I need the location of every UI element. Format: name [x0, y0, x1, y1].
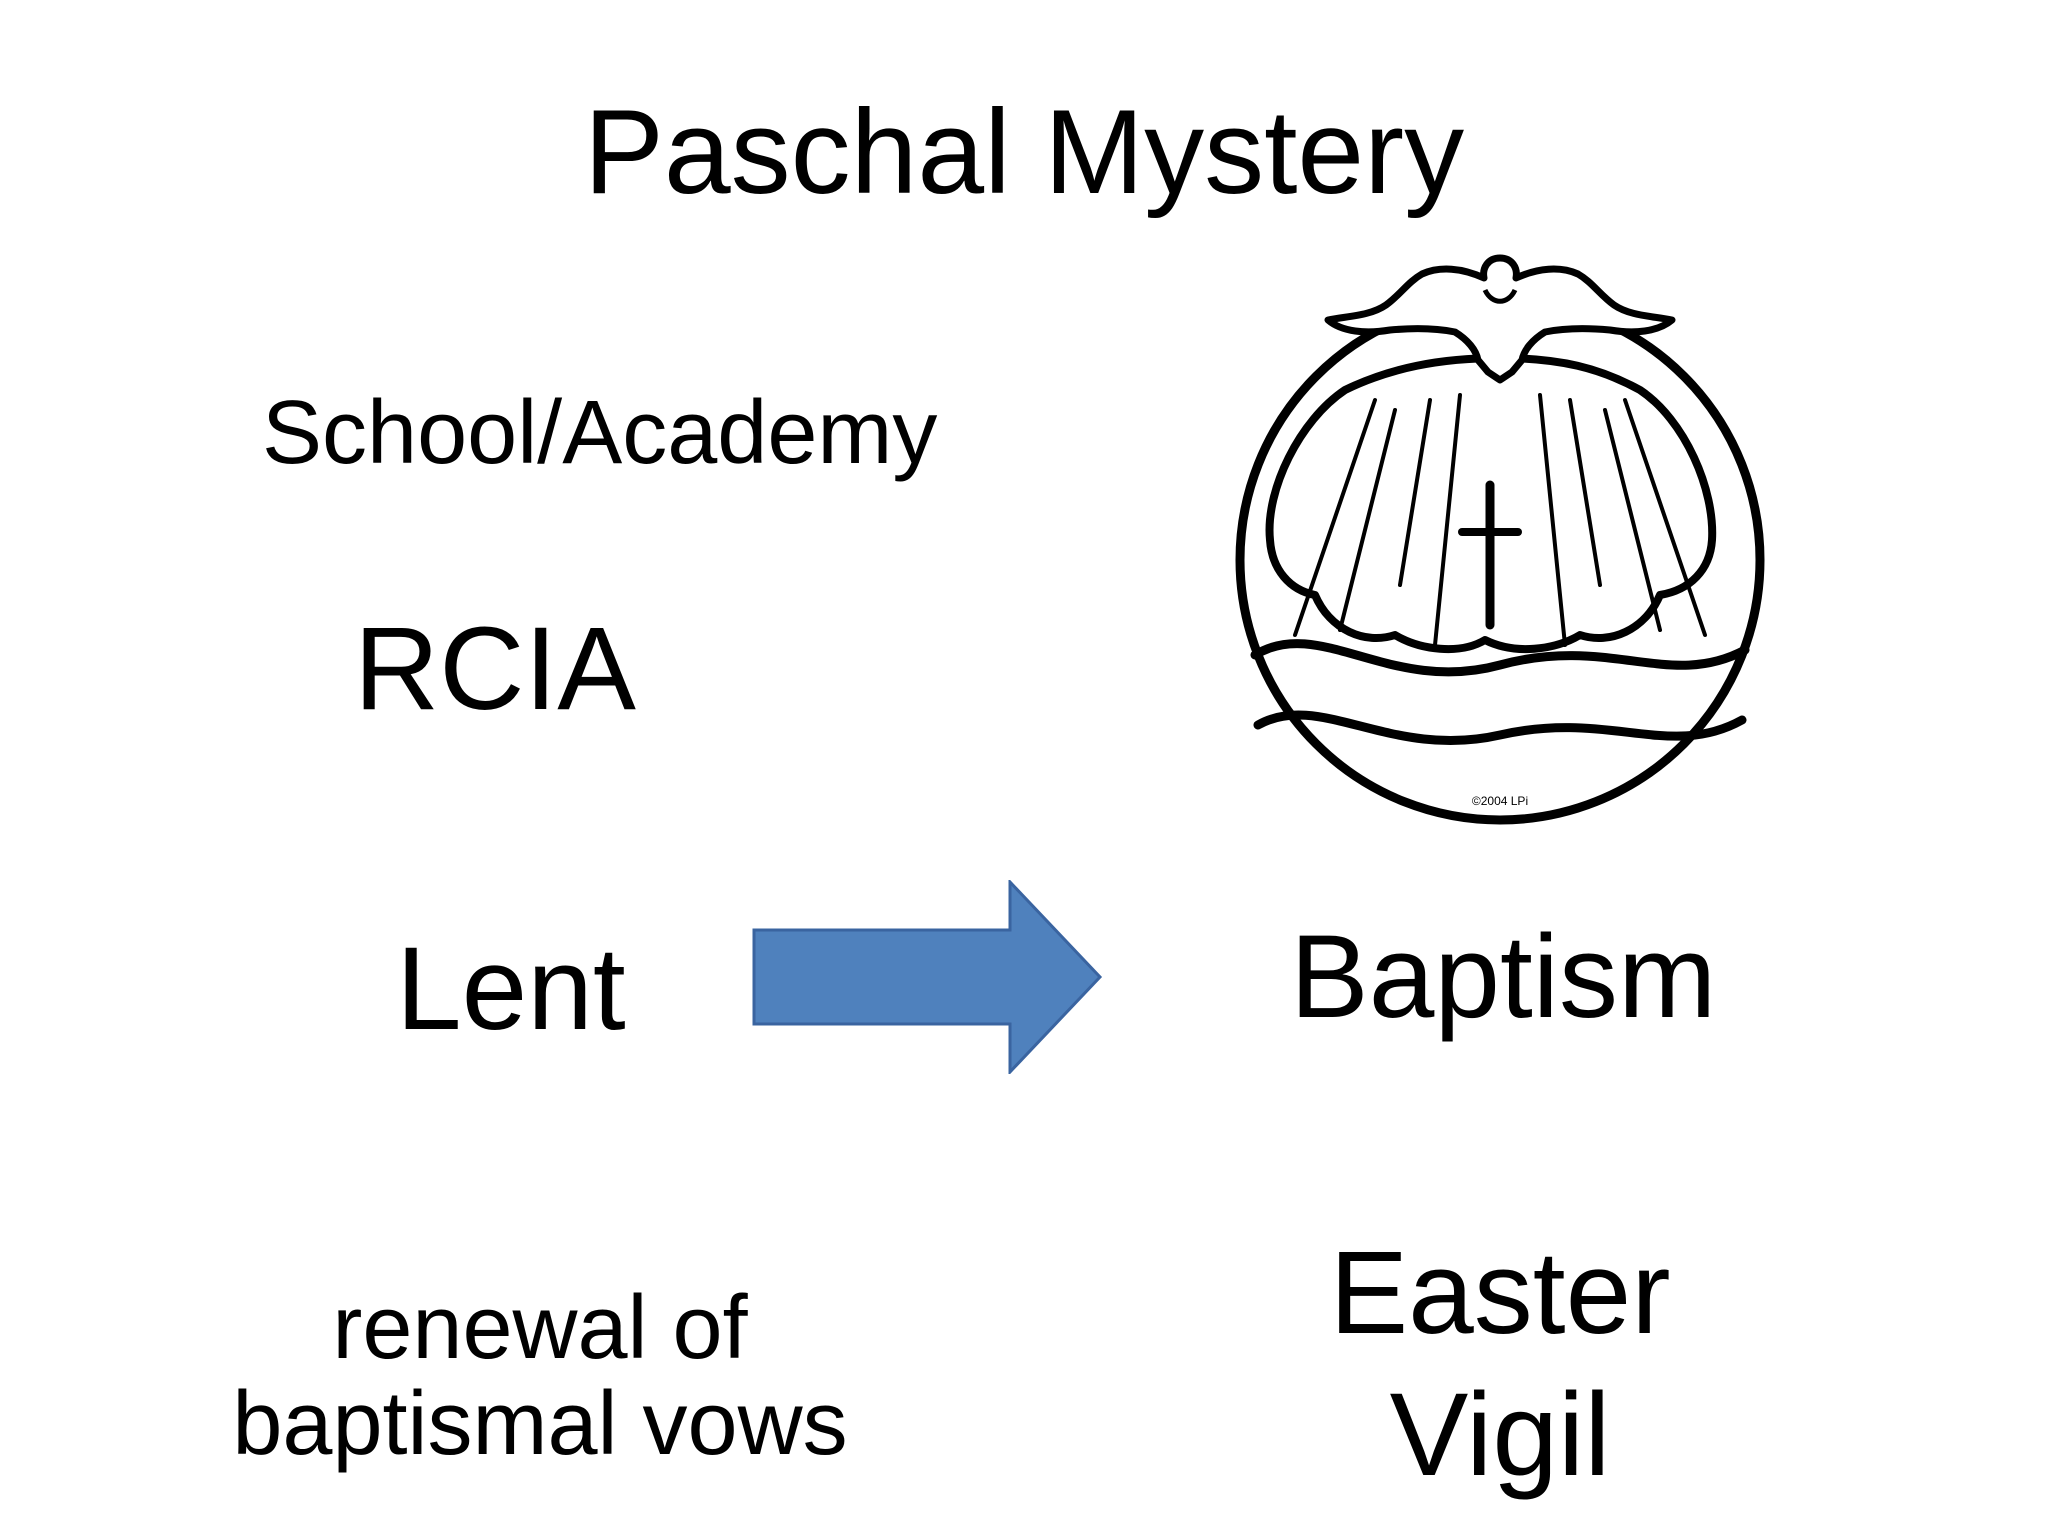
renewal-of-vows-label: renewal of baptismal vows — [160, 1280, 920, 1472]
easter-line-2: Vigil — [1389, 1369, 1611, 1501]
baptism-shell-dove-cross-icon: ©2004 LPi — [1235, 254, 1765, 825]
renewal-line-1: renewal of — [332, 1278, 748, 1378]
rcia-label: RCIA — [354, 603, 636, 735]
easter-line-1: Easter — [1329, 1227, 1671, 1359]
renewal-line-2: baptismal vows — [232, 1374, 848, 1474]
lent-label: Lent — [396, 923, 626, 1055]
right-arrow-icon — [752, 880, 1103, 1074]
easter-vigil-label: Easter Vigil — [1300, 1222, 1700, 1506]
slide-title: Paschal Mystery — [583, 85, 1465, 219]
copyright-text: ©2004 LPi — [1472, 794, 1528, 808]
baptism-label: Baptism — [1290, 911, 1717, 1043]
school-academy-label: School/Academy — [262, 383, 938, 483]
